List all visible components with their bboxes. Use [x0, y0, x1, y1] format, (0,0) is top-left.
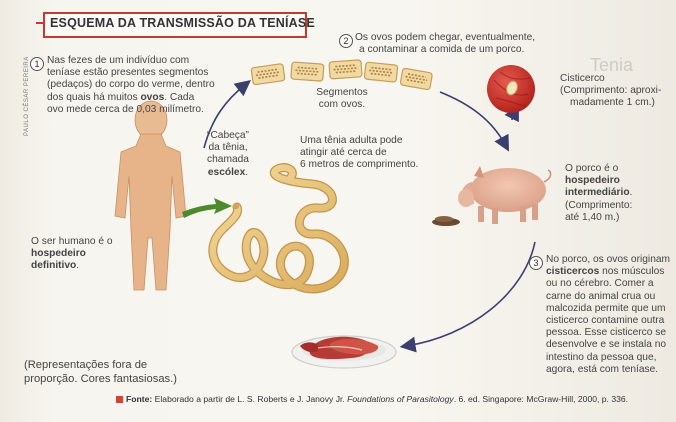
title-tick [36, 22, 46, 24]
footer-marker [116, 396, 123, 403]
proportion-note: (Representações fora de proporção. Cores… [24, 359, 177, 385]
step1-line1: Nas fezes de um indivíduo com [47, 55, 190, 66]
cysticercus-label: Cisticerco (Comprimento: aproxi- madamen… [560, 73, 662, 109]
step1-line5: ovo mede cerca de 0,03 milímetro. [47, 103, 204, 115]
worm-label: Uma tênia adulta pode atingir até cerca … [300, 135, 419, 171]
step1-line3: (pedaços) do corpo do verme, dentro [47, 79, 215, 91]
step3-text: No porco, os ovos originam cisticercos n… [546, 254, 671, 375]
step2-line2: a contaminar a comida de um porco. [359, 44, 525, 56]
pig [432, 166, 552, 226]
segments-label: Segmentos com ovos. [316, 87, 368, 111]
meat-plate [291, 335, 397, 369]
step1-line2: teníase estão presentes segmentos [47, 67, 209, 79]
step1-line4: dos quais há muitos ovos. Cada [47, 91, 195, 103]
step3-number-wrap: 3 [529, 253, 543, 271]
step1-text: Nas fezes de um indivíduo com teníase es… [47, 55, 247, 116]
step2-text: Os ovos podem chegar, eventualmente, a c… [355, 32, 565, 56]
step1-number-wrap: 1 [30, 54, 44, 72]
cysticercus [487, 65, 535, 113]
source-footer: Fonte: Elaborado a partir de L. S. Rober… [126, 394, 629, 404]
green-arrow [182, 198, 232, 218]
step2-number: 2 [339, 34, 353, 48]
egg-segments [250, 59, 433, 91]
scolex-label: “Cabeça” da tênia, chamada escólex. [207, 130, 249, 178]
human-figure [114, 100, 187, 291]
human-label: O ser humano é o hospedeiro definitivo. [31, 236, 113, 272]
step1-number: 1 [30, 57, 44, 71]
title-box [43, 12, 307, 38]
step2-number-wrap: 2 [339, 31, 353, 49]
ghost-text: Tenia [590, 55, 634, 75]
step3-number: 3 [529, 256, 543, 270]
cycle-arrows [203, 80, 536, 353]
step2-line1: Os ovos podem chegar, eventualmente, [355, 32, 536, 43]
pig-label: O porco é o hospedeiro intermediário. (C… [565, 163, 633, 223]
diagram-title: ESQUEMA DA TRANSMISSÃO DA TENÍASE [50, 16, 315, 30]
tapeworm [208, 163, 349, 294]
